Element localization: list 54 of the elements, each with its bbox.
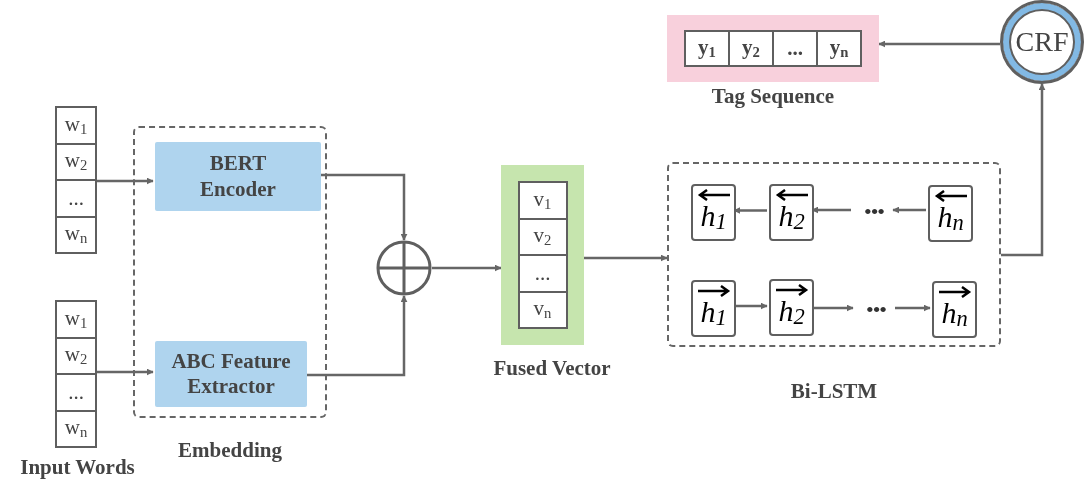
arrow — [812, 304, 854, 312]
tag-band — [667, 15, 879, 82]
hidden-state-box — [691, 184, 736, 241]
vector-cell: v$_{n}$ — [519, 290, 566, 327]
token-cell: w$_{2}$ — [57, 336, 95, 373]
hidden-state-box — [932, 281, 977, 338]
caption-label: Tag Sequence — [710, 84, 836, 110]
token-column — [55, 106, 97, 254]
caption-label: Fused Vector — [492, 356, 612, 382]
module-box: BERT Encoder — [155, 142, 321, 211]
ellipsis: ••• — [855, 298, 897, 322]
token-cell: w$_{n}$ — [57, 409, 95, 446]
group-label: Embedding — [177, 438, 283, 463]
state-symbol: h$_{2}$ — [778, 296, 805, 329]
state-symbol: h$_{1}$ — [700, 297, 727, 330]
token-cell-text: w$_{1}$ — [63, 304, 89, 333]
caption-label: Input Words — [19, 455, 136, 481]
hidden-state-box — [769, 184, 814, 241]
token-cell: w$_{2}$ — [57, 142, 95, 179]
crf-circle: CRF — [1000, 0, 1084, 84]
state-symbol: h$_{n}$ — [941, 298, 968, 331]
tag-cell: y$_{n}$ — [816, 32, 860, 65]
token-cell: w$_{n}$ — [57, 215, 95, 252]
arrow — [432, 264, 502, 272]
arrow — [734, 302, 768, 310]
arrow — [895, 304, 931, 312]
token-cell: ... — [57, 179, 95, 216]
token-column — [55, 300, 97, 448]
state-symbol: h$_{1}$ — [700, 201, 727, 234]
ellipsis: ••• — [853, 200, 895, 224]
state-symbol: h$_{2}$ — [778, 201, 805, 234]
hidden-state-box — [691, 280, 736, 337]
hidden-state-box — [928, 185, 973, 242]
token-cell-text: w$_{1}$ — [63, 110, 89, 139]
tag-cell: ... — [772, 32, 816, 65]
arrow — [892, 206, 926, 214]
vector-cell: ... — [519, 254, 566, 291]
arrow — [878, 40, 1000, 48]
arrow — [319, 173, 408, 241]
vector-cell: v$_{2}$ — [519, 217, 566, 254]
arrow — [97, 177, 154, 185]
arrow — [97, 368, 154, 376]
state-symbol: h$_{n}$ — [937, 202, 964, 235]
arrow — [584, 254, 668, 262]
group-label: Bi-LSTM — [789, 379, 879, 404]
arrow — [1001, 83, 1046, 257]
vector-band — [501, 165, 584, 345]
vector-cell-text: v$_{1}$ — [532, 185, 553, 214]
module-box: ABC Feature Extractor — [155, 341, 307, 407]
hidden-state-box — [769, 279, 814, 336]
tag-cell: y$_{2}$ — [728, 32, 772, 65]
tag-cell-text: y$_{1}$ — [697, 34, 717, 63]
arrow — [305, 295, 408, 377]
token-cell: ... — [57, 373, 95, 410]
